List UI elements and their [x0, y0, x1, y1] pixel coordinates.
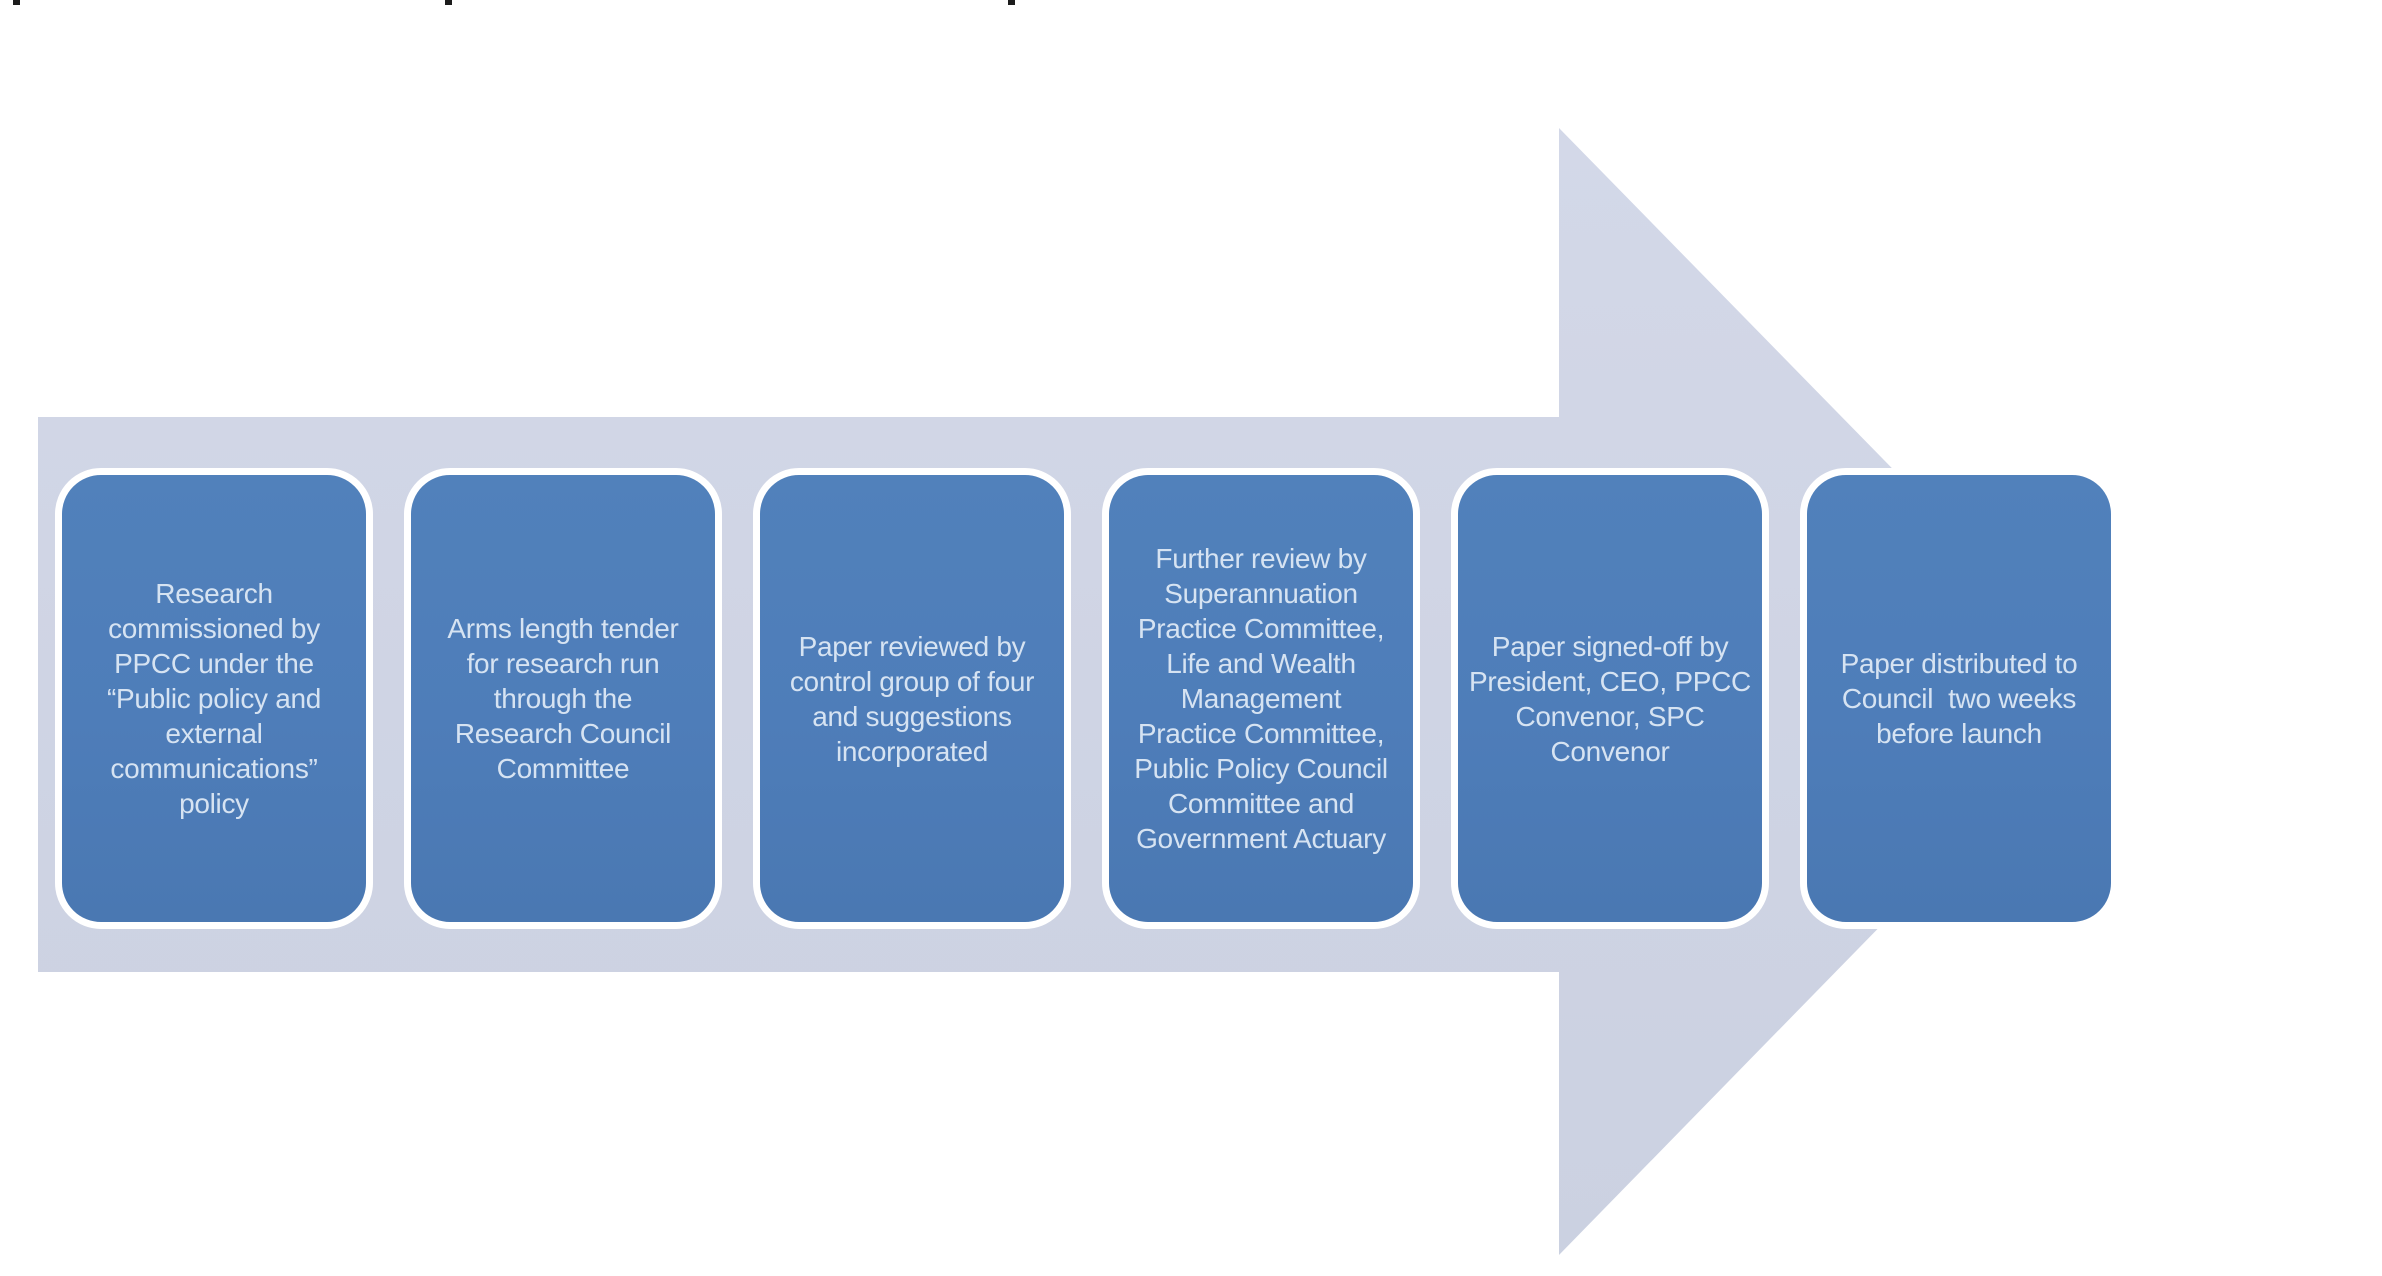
process-step-1-label: Research commissioned by PPCC under the …	[106, 578, 322, 819]
arrow-polygon	[38, 128, 2110, 1255]
process-step-3-label: Paper reviewed by control group of four …	[789, 630, 1035, 767]
process-step-2: Arms length tender for research run thro…	[404, 468, 722, 929]
cut-off-text-fragment	[445, 0, 452, 5]
process-step-1: Research commissioned by PPCC under the …	[55, 468, 373, 929]
process-step-4-label: Further review by Superannuation Practic…	[1134, 543, 1388, 854]
process-step-5: Paper signed-off by President, CEO, PPCC…	[1451, 468, 1769, 929]
cut-off-text-fragment	[1008, 0, 1015, 5]
process-step-2-label: Arms length tender for research run thro…	[447, 613, 679, 784]
process-step-6: Paper distributed to Council two weeks b…	[1800, 468, 2118, 929]
process-step-6-label: Paper distributed to Council two weeks b…	[1840, 648, 2078, 749]
process-step-5-label: Paper signed-off by President, CEO, PPCC…	[1469, 630, 1751, 767]
process-step-3: Paper reviewed by control group of four …	[753, 468, 1071, 929]
cut-off-text-fragment	[13, 0, 20, 5]
process-step-4: Further review by Superannuation Practic…	[1102, 468, 1420, 929]
